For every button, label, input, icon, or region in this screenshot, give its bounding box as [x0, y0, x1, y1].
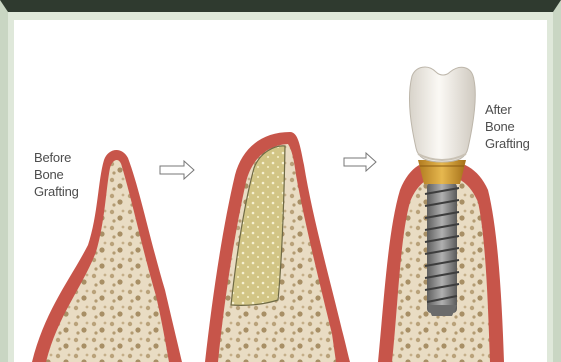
arrow-right-icon: [344, 153, 376, 171]
before-label-line-3: Grafting: [34, 183, 79, 200]
abutment-icon: [418, 160, 466, 184]
crown-icon: [409, 67, 475, 162]
before-label-line-1: Before: [34, 149, 79, 166]
dental-implant-icon: [425, 183, 459, 316]
after-label-line-3: Grafting: [485, 135, 530, 152]
ridge-grafted: [205, 132, 350, 362]
arrow-right-icon: [160, 161, 194, 179]
before-bone-grafting-label: Before Bone Grafting: [34, 149, 79, 200]
after-label-line-2: Bone: [485, 118, 530, 135]
after-bone-grafting-label: After Bone Grafting: [485, 101, 530, 152]
before-label-line-2: Bone: [34, 166, 79, 183]
after-label-line-1: After: [485, 101, 530, 118]
